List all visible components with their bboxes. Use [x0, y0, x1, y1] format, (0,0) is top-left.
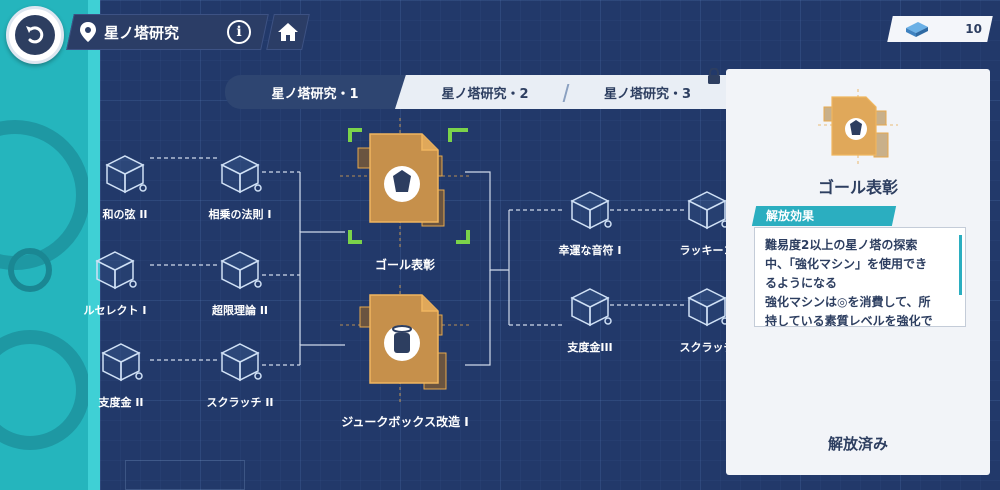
node-lucky-co[interactable]: ラッキーコ — [652, 188, 762, 258]
currency-display: 10 — [892, 16, 988, 42]
node-harmony-string[interactable]: 和の弦 II — [70, 152, 180, 222]
node-label: スクラッチ — [679, 341, 735, 354]
info-button[interactable]: i — [227, 20, 251, 44]
page-title: 星ノ塔研究 — [104, 23, 180, 42]
left-decoration — [0, 0, 100, 490]
node-label: スクラッチ II — [206, 396, 274, 409]
effect-line: 中、「強化マシン」を使用でき — [765, 257, 928, 271]
cube-icon — [688, 288, 729, 326]
cube-icon — [221, 343, 262, 381]
node-select[interactable]: ルセレクト I — [60, 248, 170, 318]
info-icon: i — [236, 24, 242, 40]
effect-line: 持している素質レベルを強化で — [765, 314, 933, 327]
node-label: ゴール表彰 — [374, 258, 435, 272]
node-label: 幸運な音符 I — [558, 244, 622, 257]
node-lucky-note[interactable]: 幸運な音符 I — [535, 188, 645, 258]
node-label: 超限理論 II — [211, 304, 268, 317]
node-goal-award[interactable]: ゴール表彰 — [320, 118, 490, 273]
node-scratch[interactable]: スクラッチ — [652, 285, 762, 355]
detail-item-name: ゴール表彰 — [817, 178, 898, 197]
node-transfinite-theory[interactable]: 超限理論 II — [185, 248, 295, 318]
node-label: 支度金 II — [98, 396, 144, 409]
node-label: 和の弦 II — [102, 208, 148, 221]
page-title-group: 星ノ塔研究 — [80, 14, 265, 50]
tab-research-1[interactable]: 星ノ塔研究・1 — [225, 75, 405, 109]
goal-award-card — [340, 118, 470, 248]
node-label: ラッキーコ — [679, 244, 735, 257]
effect-line: 難易度2以上の星ノ塔の探索 — [765, 238, 918, 252]
tab-research-3[interactable]: 星ノ塔研究・3 — [565, 75, 730, 109]
currency-blocks-icon — [906, 22, 928, 37]
cube-icon — [221, 155, 262, 193]
tab-label: 星ノ塔研究・1 — [271, 86, 359, 102]
effect-scrollbar[interactable] — [959, 235, 962, 295]
detail-panel: ゴール表彰 解放効果 難易度2以上の星ノ塔の探索 中、「強化マシン」を使用でき … — [726, 69, 990, 475]
currency-value: 10 — [965, 22, 982, 36]
back-icon — [26, 26, 44, 44]
node-label: 相乗の法則 I — [208, 208, 272, 221]
effect-line: 強化マシンは◎を消費して、所 — [765, 295, 931, 309]
cube-icon — [96, 251, 137, 289]
node-synergy-law[interactable]: 相乗の法則 I — [185, 152, 295, 222]
cube-icon — [106, 155, 147, 193]
tab-label: 星ノ塔研究・3 — [603, 86, 692, 102]
node-scratch-2[interactable]: スクラッチ II — [185, 340, 295, 410]
cube-icon — [688, 191, 729, 229]
node-jukebox-mod[interactable]: ジュークボックス改造 I — [320, 285, 490, 430]
location-pin-icon — [80, 22, 96, 42]
cube-icon — [571, 288, 612, 326]
back-button[interactable] — [6, 6, 64, 64]
node-funds-2[interactable]: 支度金 II — [66, 340, 176, 410]
effect-line: るようになる — [765, 276, 838, 290]
lock-icon — [708, 68, 720, 84]
effect-heading: 解放効果 — [751, 206, 897, 226]
effect-description[interactable]: 難易度2以上の星ノ塔の探索 中、「強化マシン」を使用でき るようになる 強化マシ… — [754, 227, 966, 327]
home-icon[interactable] — [277, 21, 299, 43]
tab-label: 星ノ塔研究・2 — [441, 86, 529, 102]
node-label: 支度金III — [567, 341, 613, 354]
node-funds-3[interactable]: 支度金III — [535, 285, 645, 355]
bottom-watermark — [125, 460, 245, 490]
cube-icon — [102, 343, 143, 381]
goal-award-detail-icon — [818, 89, 898, 167]
node-label: ジュークボックス改造 I — [341, 415, 469, 429]
effect-heading-label: 解放効果 — [766, 209, 815, 223]
unlock-status: 解放済み — [827, 435, 888, 453]
tab-research-2[interactable]: 星ノ塔研究・2 — [395, 75, 575, 109]
cube-icon — [571, 191, 612, 229]
node-label: ルセレクト I — [83, 304, 147, 317]
jukebox-card — [340, 285, 470, 405]
cube-icon — [221, 251, 262, 289]
